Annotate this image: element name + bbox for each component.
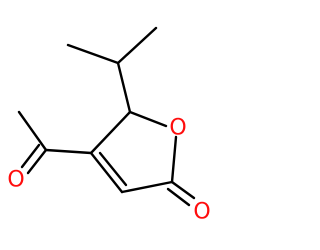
molecule-diagram: O O O bbox=[7, 26, 211, 225]
bond-c4-c3-double bbox=[98, 151, 128, 187]
bond-c2-o1 bbox=[170, 135, 178, 184]
bond-c5-o1 bbox=[128, 110, 168, 128]
structure-svg: O O O bbox=[7, 26, 211, 225]
bond-c3-c2 bbox=[120, 180, 174, 194]
bond-acetyl-co-2 bbox=[20, 143, 41, 169]
lactone-carbonyl-oxygen-label: O bbox=[193, 200, 210, 225]
bond-c2-o-exo-2 bbox=[166, 187, 191, 207]
bond-isopropyl-to-ring bbox=[116, 61, 132, 114]
bond-c4-c3 bbox=[89, 151, 124, 194]
bond-c4-acetyl bbox=[44, 148, 93, 155]
bond-acetyl-methyl bbox=[17, 110, 48, 152]
acetyl-carbonyl-oxygen-label: O bbox=[7, 168, 24, 193]
bond-c2-o-exo-1 bbox=[170, 180, 196, 200]
bond-isopropyl-left bbox=[66, 43, 120, 65]
bond-isopropyl-right bbox=[116, 26, 158, 65]
ring-oxygen-label: O bbox=[169, 116, 186, 141]
bond-c5-c4 bbox=[89, 110, 132, 155]
bond-acetyl-co-1 bbox=[26, 148, 48, 175]
